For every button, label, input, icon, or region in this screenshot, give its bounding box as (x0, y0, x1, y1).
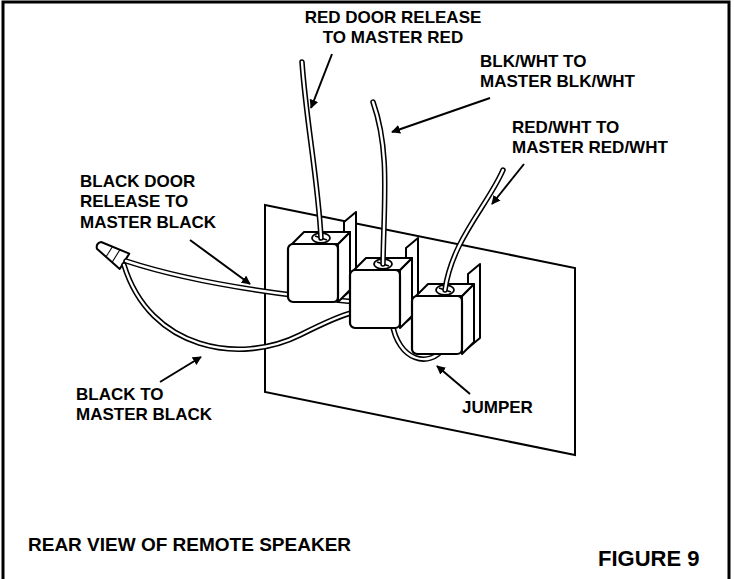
blk-wht-wire (373, 102, 385, 264)
wire-label: BLACK TO MASTER BLACK (76, 385, 218, 426)
wire-label: BLK/WHT TO MASTER BLK/WHT (480, 52, 645, 93)
leader-arrow (311, 54, 332, 108)
wire-label: RED DOOR RELEASE TO MASTER RED (298, 8, 488, 49)
wire-nut-rib (112, 250, 120, 263)
red-wht-wire-core (445, 170, 503, 290)
leader-arrow (160, 357, 201, 382)
figure-caption: REAR VIEW OF REMOTE SPEAKER (28, 534, 351, 557)
figure-frame (3, 2, 729, 579)
leader-arrow (437, 366, 470, 394)
leader-arrow (190, 240, 250, 284)
leader-arrow (492, 164, 524, 204)
blk-wht-wire-core (373, 102, 385, 264)
leader-arrow (392, 98, 490, 132)
jumper-label: JUMPER (462, 398, 533, 418)
wire-label: RED/WHT TO MASTER RED/WHT (512, 118, 678, 159)
wire-label: BLACK DOOR RELEASE TO MASTER BLACK (80, 172, 222, 233)
wire-nut-rib (106, 247, 112, 257)
figure-number: FIGURE 9 (598, 546, 699, 572)
upper-wires (302, 62, 503, 290)
red-wht-wire (445, 170, 503, 290)
